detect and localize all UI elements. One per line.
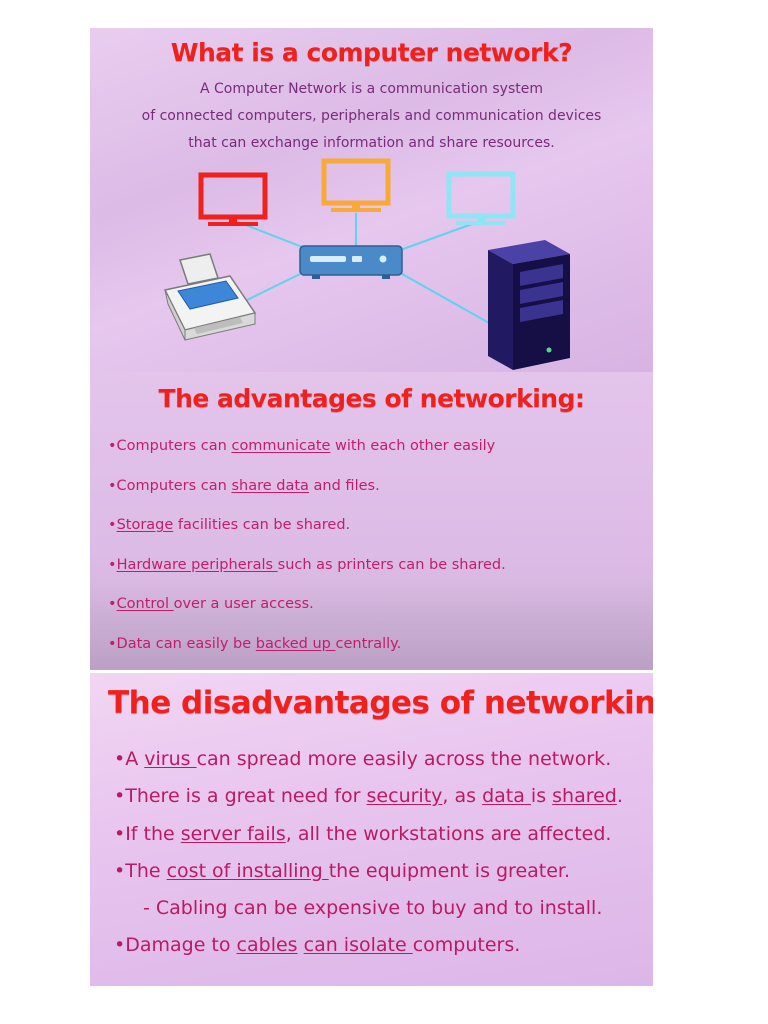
- network-hub-icon: [299, 245, 403, 279]
- disadvantage-key-term: cost of installing: [166, 859, 329, 882]
- advantage-text: over a user access.: [173, 596, 314, 612]
- advantage-text: •Computers can: [108, 477, 232, 494]
- advantage-text: with each other easily: [330, 438, 496, 454]
- advantage-text: facilities can be shared.: [173, 517, 351, 533]
- network-definition-panel: What is a computer network? A Computer N…: [90, 28, 653, 372]
- disadvantage-item: •There is a great need for security, as …: [114, 784, 623, 821]
- intro-line: A Computer Network is a communication sy…: [200, 81, 543, 97]
- disadvantage-text: .: [616, 785, 623, 808]
- disadvantage-key-term: virus: [144, 748, 197, 770]
- disadvantage-text: •There is a great need for: [114, 785, 367, 808]
- disadvantages-list: •A virus can spread more easily across t…: [114, 747, 623, 971]
- intro-line: that can exchange information and share …: [188, 135, 555, 151]
- server-tower-icon: [488, 240, 570, 370]
- advantage-key-term: Storage: [116, 517, 174, 533]
- disadvantages-heading: The disadvantages of networking:: [108, 685, 653, 721]
- printer-icon: [163, 253, 257, 341]
- disadvantage-key-term: cables: [236, 934, 298, 957]
- disadvantage-text: •The: [114, 859, 167, 882]
- advantage-text: •: [108, 596, 117, 612]
- advantage-key-term: share data: [231, 477, 309, 494]
- advantage-key-term: Hardware peripherals: [116, 556, 278, 573]
- advantage-text: •Computers can: [108, 438, 232, 454]
- disadvantage-text: •Damage to: [114, 934, 237, 957]
- advantage-key-term: Control: [116, 596, 174, 612]
- advantages-heading: The advantages of networking:: [158, 384, 585, 413]
- disadvantage-item: •The cost of installing the equipment is…: [114, 859, 623, 896]
- disadvantage-text: computers.: [412, 934, 521, 957]
- advantages-list: •Computers can communicate with each oth…: [108, 436, 506, 670]
- disadvantage-text: is: [530, 785, 553, 808]
- advantage-item: •Data can easily be backed up centrally.: [108, 634, 506, 671]
- intro-text: A Computer Network is a communication sy…: [90, 76, 653, 157]
- disadvantage-key-term: can isolate: [303, 934, 413, 957]
- disadvantage-text: , as: [442, 785, 483, 808]
- page-title: What is a computer network?: [170, 38, 573, 67]
- disadvantage-item: - Cabling can be expensive to buy and to…: [114, 896, 623, 933]
- disadvantage-text: •If the: [114, 822, 181, 845]
- disadvantage-key-term: server fails: [180, 822, 286, 845]
- disadvantage-item: •Damage to cables can isolate computers.: [114, 933, 623, 970]
- disadvantage-text: the equipment is greater.: [328, 859, 571, 882]
- disadvantage-text: •A: [114, 748, 145, 770]
- advantage-item: •Computers can communicate with each oth…: [108, 436, 506, 476]
- disadvantage-text: can spread more easily across the networ…: [196, 748, 612, 770]
- disadvantages-panel: The disadvantages of networking: •A viru…: [90, 673, 653, 986]
- monitor-cyan-icon: [446, 171, 516, 225]
- advantage-text: and files.: [308, 477, 380, 494]
- advantage-text: •: [108, 556, 117, 573]
- monitor-red-icon: [198, 172, 268, 226]
- disadvantage-key-term: security: [366, 785, 443, 808]
- network-diagram: [163, 158, 570, 370]
- disadvantage-key-term: data: [482, 785, 531, 808]
- advantage-item: •Hardware peripherals such as printers c…: [108, 555, 506, 595]
- advantage-text: such as printers can be shared.: [277, 556, 506, 573]
- advantage-key-term: backed up: [255, 635, 336, 652]
- advantage-item: •Computers can share data and files.: [108, 476, 506, 516]
- disadvantage-text: , all the workstations are affected.: [285, 822, 612, 845]
- disadvantage-item: •If the server fails, all the workstatio…: [114, 822, 623, 859]
- advantages-panel: The advantages of networking: •Computers…: [90, 372, 653, 670]
- disadvantage-item: •A virus can spread more easily across t…: [114, 747, 623, 784]
- intro-line: of connected computers, peripherals and …: [141, 108, 602, 124]
- disadvantage-text: - Cabling can be expensive to buy and to…: [143, 897, 603, 920]
- advantage-item: •Storage facilities can be shared.: [108, 515, 506, 555]
- advantage-text: •: [108, 517, 117, 533]
- advantage-text: •Data can easily be: [108, 635, 256, 652]
- advantage-item: •Control over a user access.: [108, 594, 506, 634]
- advantage-text: centrally.: [335, 635, 402, 652]
- monitor-orange-icon: [321, 158, 391, 212]
- disadvantage-key-term: shared: [552, 785, 617, 808]
- advantage-key-term: communicate: [231, 438, 331, 454]
